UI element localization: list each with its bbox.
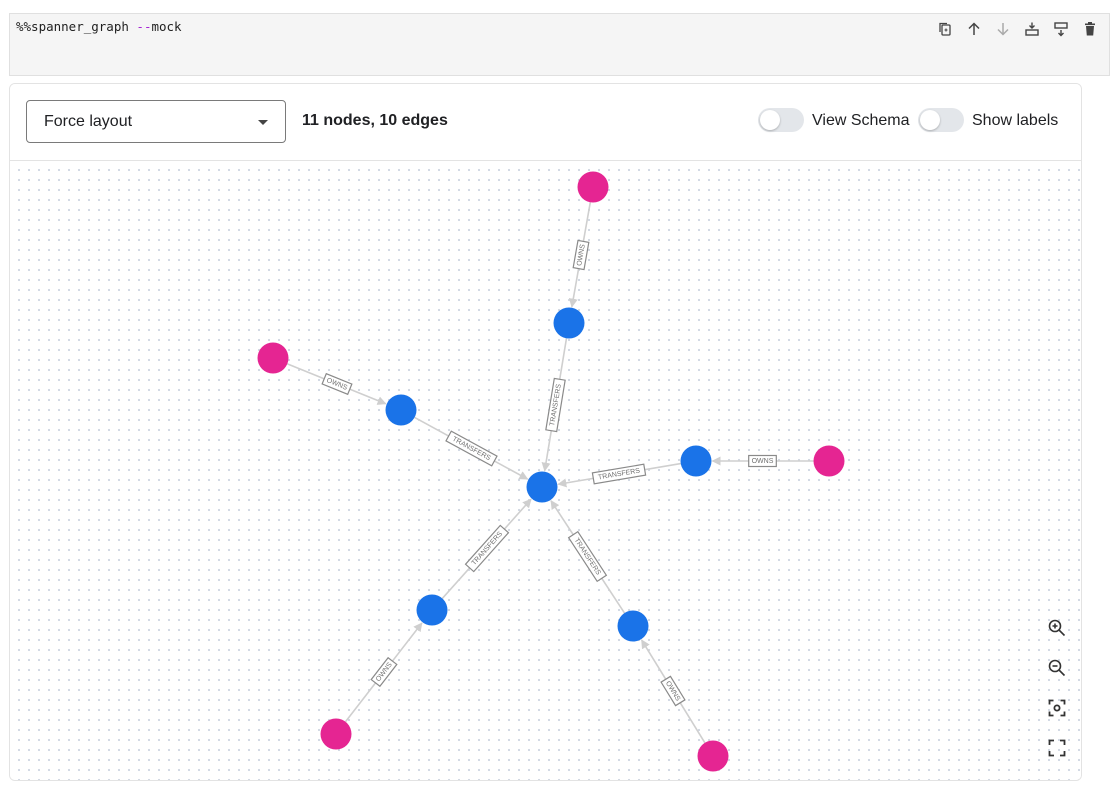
edge-label-text: TRANSFERS — [573, 537, 602, 577]
edge-label-box — [748, 454, 777, 468]
graph-edge[interactable]: TRANSFERS — [441, 498, 532, 599]
graph-topbar: Force layout 11 nodes, 10 edges View Sch… — [10, 84, 1081, 161]
arrow-down-icon — [996, 23, 1009, 36]
graph-svg[interactable]: TRANSFERS TRANSFERS TRANSFERS TRANSFERS TRAN… — [10, 161, 1081, 780]
code-cell[interactable]: %%spanner_graph --mock — [9, 13, 1110, 76]
graph-canvas[interactable]: TRANSFERS TRANSFERS TRANSFERS TRANSFERS TRAN… — [10, 161, 1081, 780]
edge-label: OWNS — [572, 239, 590, 271]
fullscreen-icon — [1048, 739, 1066, 757]
move-down-button[interactable] — [991, 18, 1014, 40]
recenter-button[interactable] — [1044, 693, 1070, 723]
insert-below-icon — [1053, 22, 1068, 37]
edge-label: OWNS — [660, 675, 686, 707]
code-flag: -- — [136, 19, 152, 34]
edge-label-box — [370, 656, 398, 688]
account-node[interactable] — [617, 610, 649, 642]
zoom-out-icon — [1048, 659, 1066, 677]
show-labels-toggle[interactable] — [918, 108, 964, 132]
edge-label: TRANSFERS — [591, 463, 647, 485]
person-node[interactable] — [320, 718, 352, 750]
center-focus-icon — [1048, 699, 1066, 717]
edge-label: OWNS — [321, 372, 353, 396]
arrow-up-icon — [967, 22, 980, 35]
layout-select-value: Force layout — [44, 113, 133, 130]
person-node[interactable] — [577, 171, 609, 203]
edge-label: TRANSFERS — [545, 377, 566, 433]
edge-label-box — [445, 430, 498, 467]
toggle-knob — [920, 110, 940, 130]
edge-label-box — [572, 239, 590, 271]
zoom-in-button[interactable] — [1044, 613, 1070, 643]
graph-stats: 11 nodes, 10 edges — [302, 112, 448, 129]
chevron-down-icon — [258, 120, 268, 125]
account-node[interactable] — [553, 307, 585, 339]
graph-edge[interactable]: TRANSFERS — [414, 416, 529, 480]
code-magic: %%spanner_graph — [16, 19, 137, 34]
edge-label-text: OWNS — [752, 458, 774, 465]
edge-label-box — [591, 463, 647, 485]
delete-cell-button[interactable] — [1078, 18, 1101, 40]
edge-label-text: TRANSFERS — [471, 530, 505, 567]
graph-edge[interactable]: TRANSFERS — [557, 462, 681, 488]
graph-edge[interactable]: OWNS — [344, 622, 423, 723]
graph-edge[interactable]: TRANSFERS — [550, 500, 626, 614]
graph-output-panel: Force layout 11 nodes, 10 edges View Sch… — [9, 83, 1082, 781]
account-node[interactable] — [526, 471, 558, 503]
cell-toolbar — [933, 18, 1101, 40]
edge-label-box — [321, 372, 353, 396]
account-node[interactable] — [385, 394, 417, 426]
zoom-controls — [1044, 613, 1070, 763]
edge-label: TRANSFERS — [567, 530, 608, 583]
edge-label: TRANSFERS — [464, 524, 510, 573]
edge-label: OWNS — [748, 454, 777, 468]
edge-label-box — [567, 530, 608, 583]
zoom-out-button[interactable] — [1044, 653, 1070, 683]
trash-icon — [1084, 22, 1095, 36]
edge-label-box — [545, 377, 566, 433]
graph-edge[interactable]: OWNS — [287, 363, 387, 405]
toggle-knob — [760, 110, 780, 130]
edge-label-text: TRANSFERS — [451, 436, 492, 463]
show-labels-label: Show labels — [972, 112, 1059, 129]
graph-edge[interactable]: OWNS — [640, 639, 706, 744]
edge-label-text: OWNS — [576, 243, 587, 266]
edge-label: OWNS — [370, 656, 398, 688]
account-node[interactable] — [416, 594, 448, 626]
graph-edge[interactable]: TRANSFERS — [541, 338, 568, 472]
graph-edge[interactable]: OWNS — [568, 202, 592, 308]
zoom-in-icon — [1048, 619, 1066, 637]
code-arg: mock — [151, 19, 182, 34]
insert-below-button[interactable] — [1049, 18, 1072, 40]
person-node[interactable] — [813, 445, 845, 477]
edge-label: TRANSFERS — [445, 430, 498, 467]
edge-label-box — [660, 675, 686, 707]
edge-label-box — [464, 524, 510, 573]
view-schema-toggle[interactable] — [758, 108, 804, 132]
insert-above-button[interactable] — [1020, 18, 1043, 40]
insert-above-icon — [1024, 22, 1039, 36]
account-node[interactable] — [680, 445, 712, 477]
copy-cell-button[interactable] — [933, 18, 956, 40]
move-up-button[interactable] — [962, 18, 985, 40]
fullscreen-button[interactable] — [1044, 733, 1070, 763]
code-text[interactable]: %%spanner_graph --mock — [16, 19, 182, 34]
copy-icon — [938, 22, 951, 36]
layout-select[interactable]: Force layout — [26, 100, 286, 143]
person-node[interactable] — [697, 740, 729, 772]
view-schema-label: View Schema — [812, 112, 910, 129]
person-node[interactable] — [257, 342, 289, 374]
graph-edge[interactable]: OWNS — [711, 454, 814, 468]
